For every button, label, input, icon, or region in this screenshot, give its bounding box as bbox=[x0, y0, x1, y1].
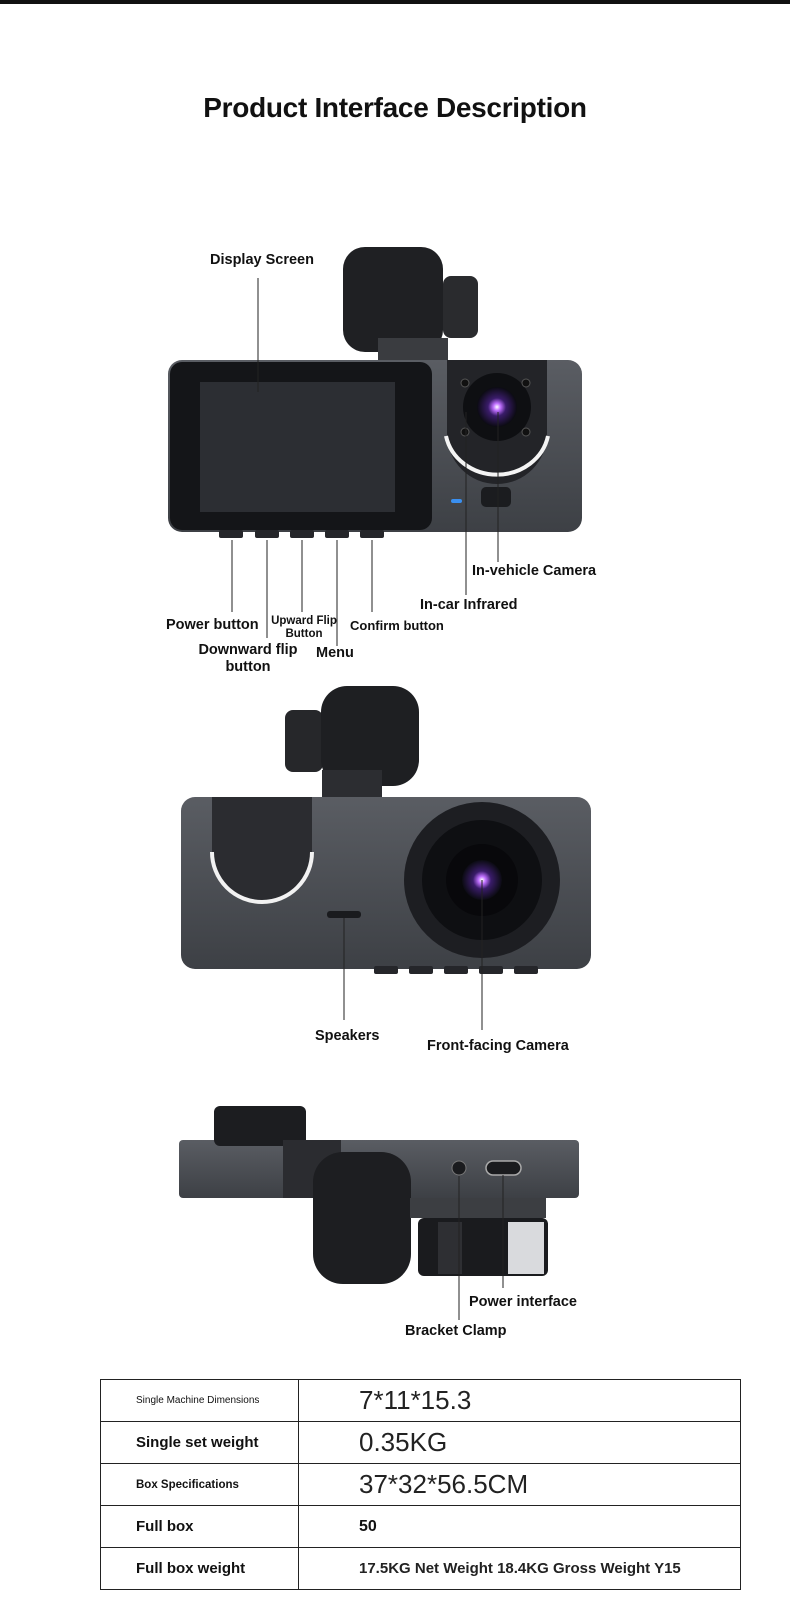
usb-c-port bbox=[485, 1160, 522, 1176]
front-mount-knob bbox=[285, 710, 323, 772]
label-upward-flip-line2: Button bbox=[285, 628, 323, 640]
label-bracket-clamp: Bracket Clamp bbox=[405, 1323, 507, 1339]
table-row: Full box weight 17.5KG Net Weight 18.4KG… bbox=[100, 1547, 741, 1590]
front-mount-arm bbox=[321, 686, 419, 786]
spec-key: Box Specifications bbox=[100, 1463, 299, 1506]
label-upward-flip-line1: Upward Flip bbox=[271, 615, 337, 627]
spec-value: 7*11*15.3 bbox=[298, 1379, 741, 1422]
spec-key: Single set weight bbox=[100, 1421, 299, 1464]
rear-view-leaders bbox=[231, 278, 499, 646]
display-screen bbox=[200, 382, 395, 512]
spec-value: 37*32*56.5CM bbox=[298, 1463, 741, 1506]
label-display-screen: Display Screen bbox=[210, 252, 314, 268]
spec-value: 17.5KG Net Weight 18.4KG Gross Weight Y1… bbox=[298, 1547, 741, 1590]
table-row: Single Machine Dimensions 7*11*15.3 bbox=[100, 1379, 741, 1422]
table-row: Single set weight 0.35KG bbox=[100, 1421, 741, 1464]
label-downward-flip-line1: Downward flip bbox=[198, 642, 298, 658]
rear-view-device bbox=[168, 247, 582, 538]
label-downward-flip-line2: button bbox=[225, 659, 271, 675]
table-row: Box Specifications 37*32*56.5CM bbox=[100, 1463, 741, 1506]
label-power-button: Power button bbox=[166, 617, 259, 633]
label-in-vehicle-camera: In-vehicle Camera bbox=[472, 563, 597, 579]
label-confirm-button: Confirm button bbox=[350, 618, 444, 633]
top-border bbox=[0, 0, 790, 4]
label-menu: Menu bbox=[316, 645, 354, 661]
page-title: Product Interface Description bbox=[203, 92, 587, 123]
spec-key: Single Machine Dimensions bbox=[100, 1379, 299, 1422]
top-view-device bbox=[179, 1106, 579, 1284]
label-front-camera: Front-facing Camera bbox=[427, 1038, 569, 1054]
spec-table: Single Machine Dimensions 7*11*15.3 Sing… bbox=[100, 1379, 741, 1590]
spec-value: 0.35KG bbox=[298, 1421, 741, 1464]
spec-value: 50 bbox=[298, 1505, 741, 1548]
cabin-lens bbox=[477, 387, 517, 427]
spec-key: Full box weight bbox=[100, 1547, 299, 1590]
label-in-car-infrared: In-car Infrared bbox=[420, 597, 518, 613]
label-power-interface: Power interface bbox=[469, 1294, 577, 1310]
speaker-grille bbox=[327, 911, 361, 918]
front-view-leaders bbox=[343, 880, 483, 1030]
spec-key: Full box bbox=[100, 1505, 299, 1548]
top-mount bbox=[313, 1152, 411, 1284]
table-row: Full box 50 bbox=[100, 1505, 741, 1548]
top-view-leaders bbox=[458, 1175, 504, 1320]
label-upward-flip: Upward Flip Button bbox=[270, 615, 338, 641]
label-downward-flip: Downward flip button bbox=[190, 642, 306, 676]
mount-knob bbox=[443, 276, 478, 338]
front-view-device bbox=[181, 686, 591, 974]
mic-hole bbox=[451, 1160, 467, 1176]
mount-arm bbox=[343, 247, 443, 352]
label-speakers: Speakers bbox=[315, 1028, 380, 1044]
